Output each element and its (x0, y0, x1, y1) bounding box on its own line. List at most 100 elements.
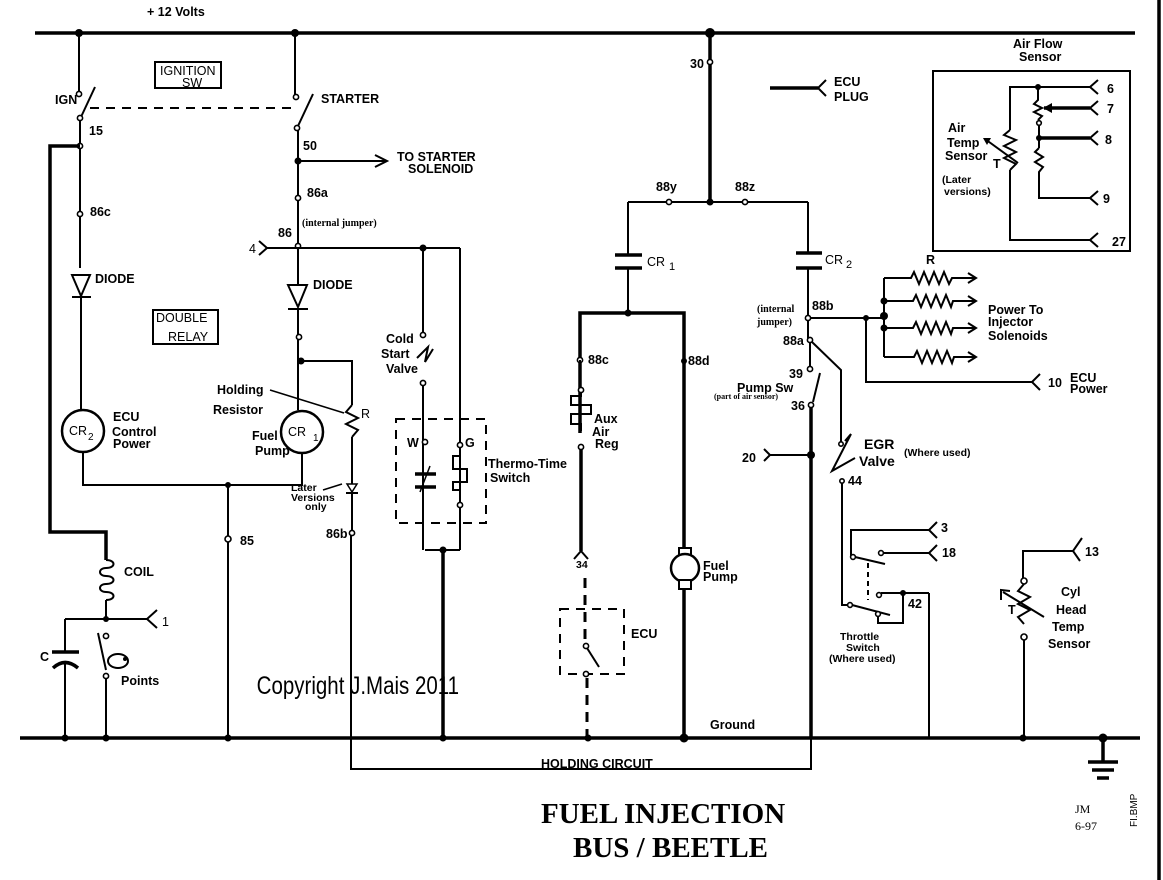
later-versions-pointer (322, 483, 343, 491)
air-temp-label: Air (948, 121, 966, 135)
holding-circuit-label: HOLDING CIRCUIT (541, 757, 653, 771)
double-relay-label-2: RELAY (168, 330, 209, 344)
starter-label: STARTER (321, 92, 379, 106)
ign-switch (75, 33, 96, 268)
resistor-r-label: R (361, 407, 370, 421)
pin-4-label: 4 (249, 242, 256, 256)
injector-label: Power To (988, 303, 1044, 317)
throttle-switch-icon (846, 521, 938, 738)
thermo-time-label: Thermo-Time (488, 457, 567, 471)
author-initials: JM (1075, 802, 1091, 816)
chassis-ground-icon (1088, 738, 1118, 780)
throttle-label-3: (Where used) (829, 653, 896, 665)
air-flow-title: Air Flow (1013, 37, 1063, 51)
term-88b: 88b (812, 299, 834, 313)
fuel-pump-label: Fuel (703, 559, 729, 573)
ecu-switch-label: ECU (631, 627, 657, 641)
ignition-switch-label: IGNITION (160, 64, 216, 78)
ecu-power-label-2: Power (1070, 382, 1108, 396)
ecu-power-pin: 10 (1048, 376, 1062, 390)
pin-20-label: 20 (742, 451, 756, 465)
injector-label-2: Injector (988, 315, 1033, 329)
cr2-contact-sub: 2 (846, 259, 852, 271)
cr2-coil-icon (60, 408, 232, 738)
injector-r-label: R (926, 253, 935, 267)
term-86a: 86a (307, 186, 329, 200)
pin-34-label: 34 (576, 559, 588, 571)
aux-air-label: Aux (594, 412, 618, 426)
term-85: 85 (240, 534, 254, 548)
term-50: 50 (303, 139, 317, 153)
ground-label: Ground (710, 718, 755, 732)
coil-feed-wire (48, 144, 108, 560)
term-86: 86 (278, 226, 292, 240)
cold-start-valve-icon (416, 244, 461, 550)
term-86b: 86b (326, 527, 348, 541)
thermo-time-switch-icon (395, 418, 487, 738)
term-44: 44 (848, 474, 862, 488)
term-15: 15 (89, 124, 103, 138)
internal-jumper-88-label: (internal (757, 304, 794, 315)
fuel-pump-label-2: Pump (703, 570, 738, 584)
double-relay-label-box (152, 309, 219, 345)
cyl-head-label-2: Head (1056, 603, 1087, 617)
diode-left-icon (70, 274, 92, 409)
egr-note: (Where used) (904, 447, 971, 459)
afm-pin-8: 8 (1105, 133, 1112, 147)
cr2-desc-3: Power (113, 437, 151, 451)
injector-label-3: Solenoids (988, 329, 1048, 343)
cold-start-label-3: Valve (386, 362, 418, 376)
cyl-head-t-label: T (1008, 603, 1016, 617)
ignition-switch-label-2: SW (182, 76, 202, 90)
pin-3-label: 3 (941, 521, 948, 535)
capacitor-label: C (40, 650, 49, 664)
cr2-coil-sub: 2 (88, 432, 94, 443)
internal-jumper-label: (internal jumper) (302, 218, 377, 229)
aux-air-label-2: Air (592, 425, 610, 439)
ground-rail (20, 733, 1140, 743)
fuel-pump-motor-icon (669, 547, 701, 590)
points-label: Points (121, 674, 159, 688)
file-name: FI.BMP (1129, 793, 1140, 827)
relay-contacts (615, 33, 822, 318)
diode-right-icon (286, 248, 309, 410)
thermo-time-label-2: Switch (490, 471, 530, 485)
supply-rail (35, 28, 1135, 38)
pump-switch-label: Pump Sw (737, 381, 794, 395)
cr1-desc: Fuel (252, 429, 278, 443)
term-86c: 86c (90, 205, 111, 219)
air-temp-label-2: Temp (947, 136, 980, 150)
ecu-power-label: ECU (1070, 371, 1096, 385)
diagram-title: FUEL INJECTION (541, 798, 785, 830)
to-starter-label: TO STARTER (397, 150, 476, 164)
starter-switch (292, 33, 390, 250)
cyl-head-temp-sensor-icon (1000, 537, 1083, 738)
afm-pin-27: 27 (1112, 235, 1126, 249)
air-temp-label-3: Sensor (945, 149, 988, 163)
term-88a: 88a (783, 334, 805, 348)
ecu-switch-icon (559, 578, 625, 738)
ecu-plug-label-2: PLUG (834, 90, 869, 104)
term-88y: 88y (656, 180, 677, 194)
aux-air-label-3: Reg (595, 437, 619, 451)
cr2-desc-2: Control (112, 425, 156, 439)
air-flow-sensor-icon (932, 70, 1131, 252)
term-g: G (465, 436, 475, 450)
ecu-plug-legend-icon (770, 79, 827, 97)
term-42: 42 (908, 597, 922, 611)
term-w: W (407, 436, 419, 450)
term-88d: 88d (688, 354, 710, 368)
cyl-head-label-3: Temp (1052, 620, 1085, 634)
holding-resistor-icon (269, 360, 361, 537)
later-versions-label: Later (291, 482, 317, 494)
holding-resistor-label: Holding (217, 383, 264, 397)
afm-pin-6: 6 (1107, 82, 1114, 96)
cr2-desc: ECU (113, 410, 139, 424)
cr1-coil-icon (228, 409, 325, 486)
ecu-plug-label: ECU (834, 75, 860, 89)
injector-power-icon (804, 269, 1041, 391)
cr1-desc-2: Pump (255, 444, 290, 458)
air-temp-t-label: T (993, 157, 1001, 171)
cr2-coil-label: CR (69, 424, 87, 438)
